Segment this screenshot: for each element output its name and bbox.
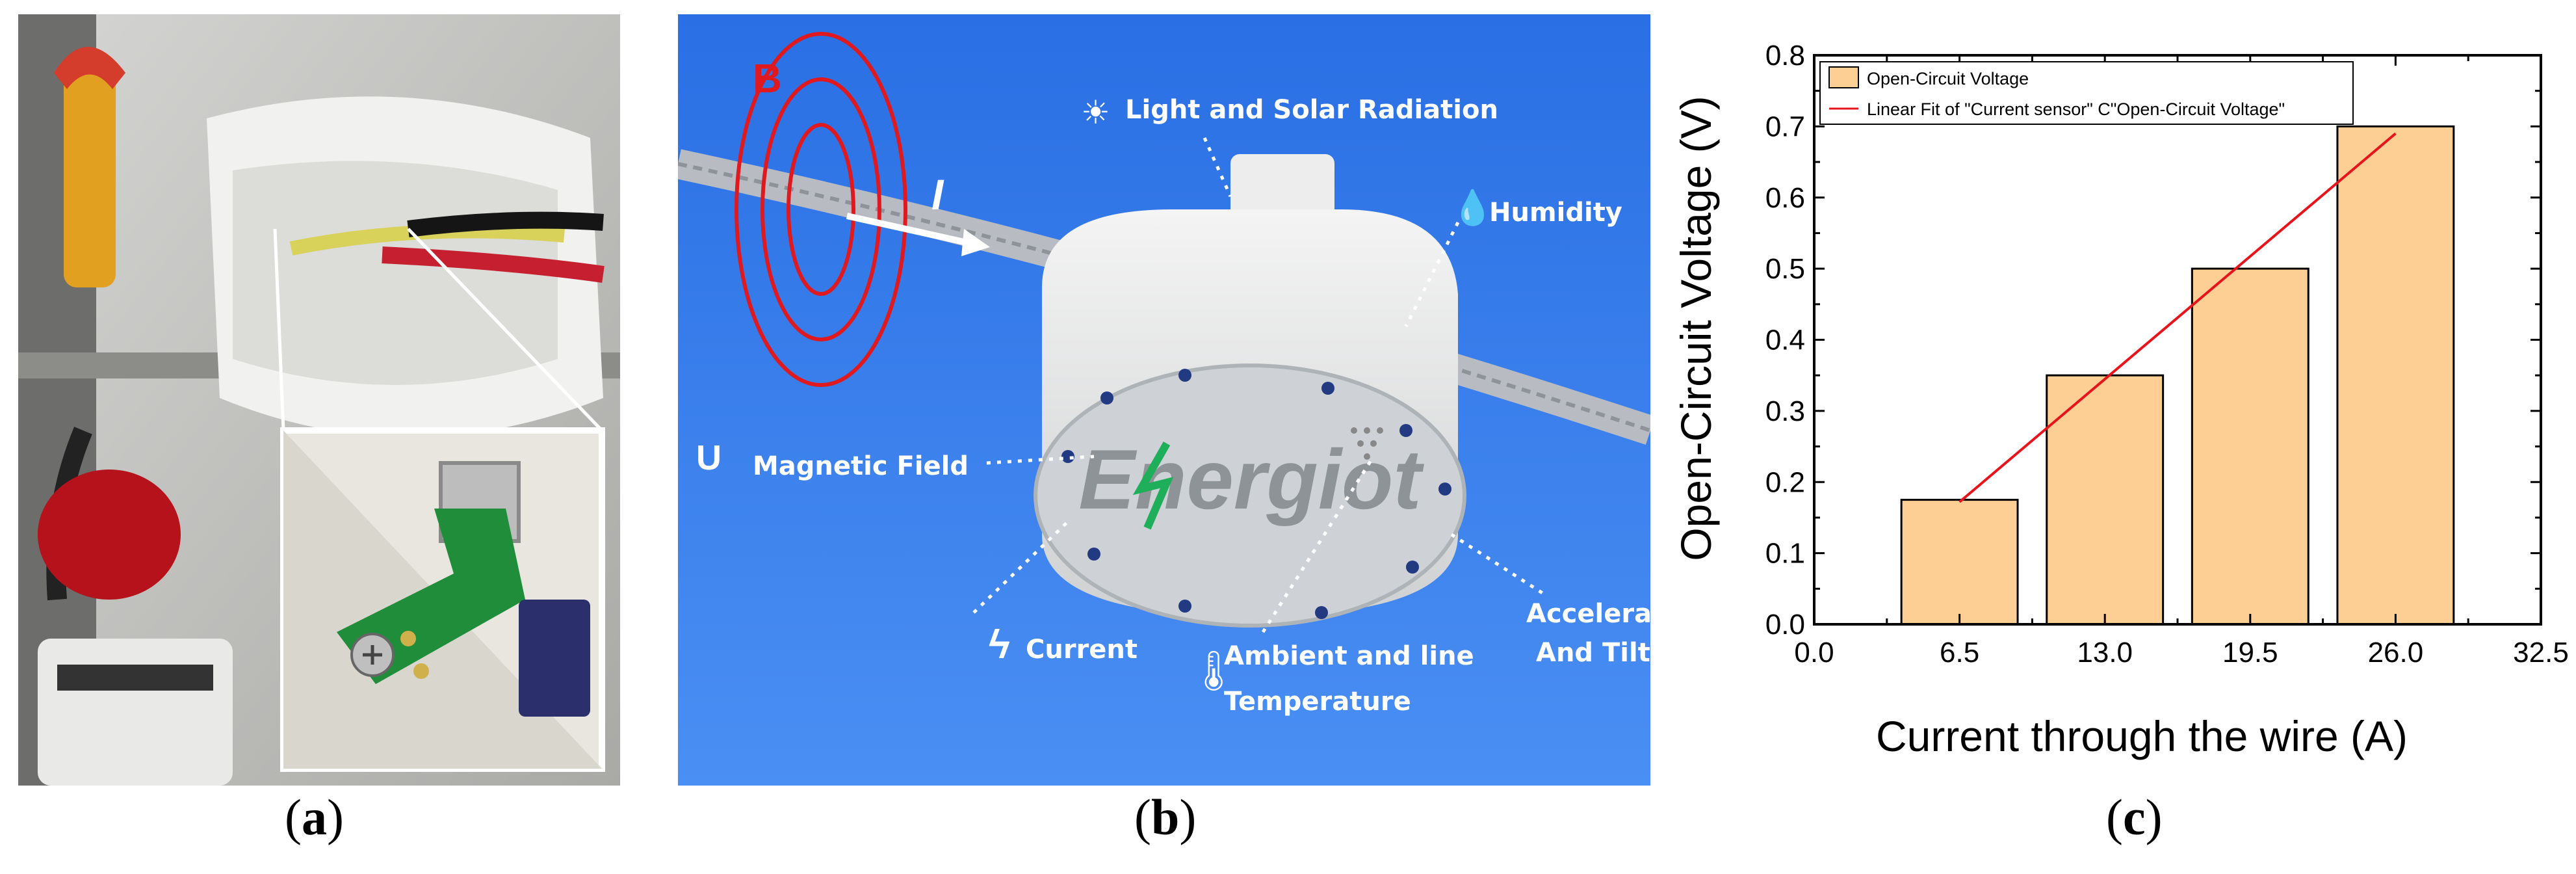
thermometer-icon: 🌡 [1189,649,1238,693]
i-current-label: I [931,170,944,218]
x-tick-label-3: 19.5 [2222,637,2278,669]
inset-closeup [280,427,605,772]
current-arrow [846,213,965,245]
voltage-chart: 0.0 0.1 0.2 0.3 0.4 0.5 0.6 0.7 0.8 0.0 6.5 13.0 19… [1664,0,2576,800]
y-tick-label-8: 0.8 [1765,40,1805,72]
x-tick-label-1: 6.5 [1940,637,1979,669]
y-tick-label-1: 0.1 [1765,538,1805,570]
magnetic-field-rings [735,32,907,387]
x-tick-label-0: 0.0 [1794,637,1834,669]
sun-icon: ☀ [1081,94,1110,131]
x-tick-label-4: 26.0 [2368,637,2424,669]
label-magnetic-field: Magnetic Field [753,451,969,481]
bar-series [1900,125,2455,626]
sensor-illustration: B I Energiot [678,14,1650,786]
bar-1 [2046,374,2165,626]
bar-0 [1900,499,2019,626]
label-current: Current [1026,635,1138,665]
x-ticks: 0.0 6.5 13.0 19.5 26.0 32.5 [1794,55,2569,669]
bar-2 [2191,267,2309,626]
x-tick-label-2: 13.0 [2077,637,2133,669]
label-light-solar: Light and Solar Radiation [1125,95,1498,125]
chart-svg: 0.0 0.1 0.2 0.3 0.4 0.5 0.6 0.7 0.8 0.0 6.5 13.0 19… [1672,40,2569,760]
label-ambient-line2: Temperature [1224,687,1411,717]
photo-illustration [18,14,620,786]
label-acceleration-line2: And Tilt [1536,638,1650,668]
logo-bolt-mark [1132,442,1174,530]
y-tick-label-3: 0.3 [1765,395,1805,427]
test-lead-red [382,246,605,283]
y-tick-label-6: 0.6 [1765,182,1805,214]
label-acceleration-line1: Acceleration [1526,599,1650,629]
bar-3 [2336,125,2455,626]
y-tick-label-7: 0.7 [1765,111,1805,142]
y-tick-label-5: 0.5 [1765,253,1805,285]
caption-b: (b) [1134,789,1197,845]
lightning-icon: ϟ [989,622,1010,667]
x-axis-label: Current through the wire (A) [1876,712,2408,760]
legend-box [1819,61,2354,125]
y-tick-label-0: 0.0 [1765,609,1805,641]
photo-sensor-test-setup [18,14,620,786]
y-tick-label-4: 0.4 [1765,324,1805,356]
label-ambient-line1: Ambient and line [1224,641,1474,671]
b-field-label: B [753,57,782,101]
clamp-meter [64,73,116,287]
sensor-infographic: B I Energiot [678,14,1650,786]
label-humidity: Humidity [1489,198,1622,228]
energiot-logo: Energiot [1078,432,1424,527]
x-tick-label-5: 32.5 [2513,637,2569,669]
caption-a: (a) [285,789,344,845]
sensor-device: Energiot [1034,154,1466,628]
test-lead-black [407,211,604,237]
y-ticks: 0.0 0.1 0.2 0.3 0.4 0.5 0.6 0.7 0.8 [1765,40,2541,641]
linear-fit-line [1958,132,2397,503]
legend-bar-swatch [1828,66,1859,88]
droplet-icon: 💧 [1451,188,1494,227]
y-tick-label-2: 0.2 [1765,466,1805,498]
magnet-icon: U [696,438,722,477]
caption-c: (c) [2106,789,2163,845]
legend-bar-label: Open-Circuit Voltage [1867,69,2029,88]
capacitor [519,600,590,717]
legend: Open-Circuit Voltage Linear Fit of "Curr… [1819,61,2354,125]
legend-fit-label: Linear Fit of "Current sensor" C"Open-Ci… [1867,99,2285,119]
y-axis-label: Open-Circuit Voltage (V) [1672,96,1720,561]
